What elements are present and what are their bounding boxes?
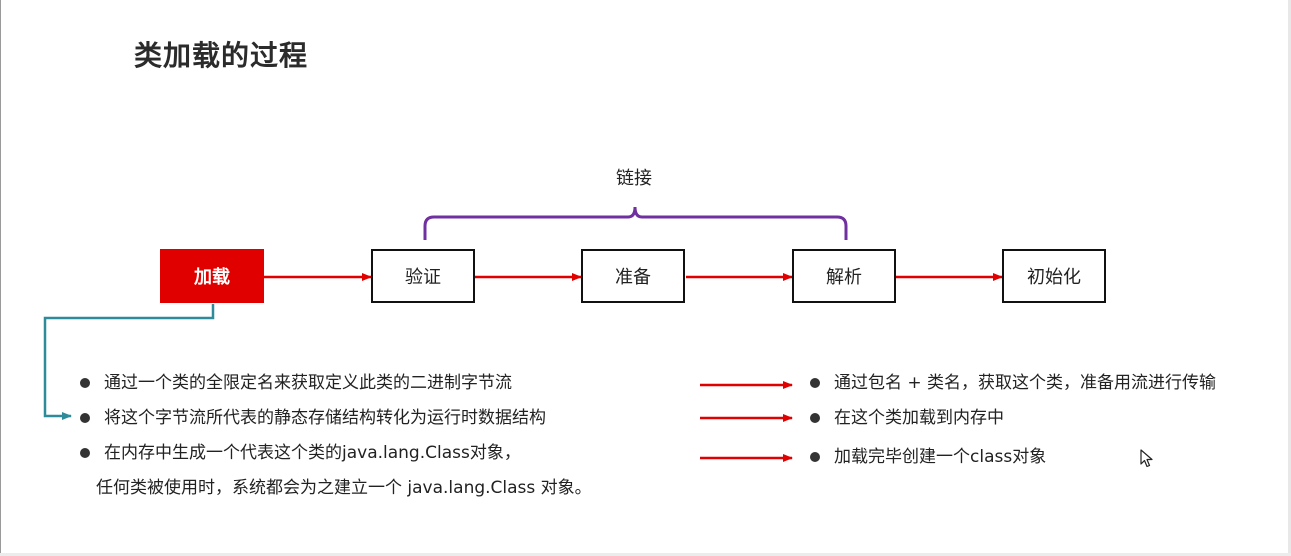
mouse-pointer-icon — [1140, 449, 1153, 468]
stage-prepare: 准备 — [581, 249, 685, 303]
left-border — [0, 0, 1, 556]
list-item: 通过包名 + 类名，获取这个类，准备用流进行传输 — [810, 372, 1216, 407]
linking-label: 链接 — [616, 168, 652, 189]
bullet-text-continued: 任何类被使用时，系统都会为之建立一个 java.lang.Class 对象。 — [96, 478, 592, 498]
load-step-list: 通过一个类的全限定名来获取定义此类的二进制字节流 将这个字节流所代表的静态存储结… — [80, 372, 592, 498]
bullet-text: 加载完毕创建一个class对象 — [834, 447, 1047, 467]
load-to-bullet-connector — [43, 304, 215, 420]
bullet-text: 在这个类加载到内存中 — [834, 408, 1004, 428]
bullet-dot — [80, 378, 90, 388]
stage-verify: 验证 — [371, 249, 475, 303]
right-border — [1288, 0, 1291, 556]
bullet-text: 通过包名 + 类名，获取这个类，准备用流进行传输 — [834, 373, 1217, 393]
bullet-dot — [810, 452, 820, 462]
bullet-dot — [80, 448, 90, 458]
stage-initialize: 初始化 — [1002, 249, 1106, 303]
list-item: 在内存中生成一个代表这个类的java.lang.Class对象， 任何类被使用时… — [80, 442, 592, 498]
list-item: 通过一个类的全限定名来获取定义此类的二进制字节流 — [80, 372, 592, 407]
linking-bracket — [423, 206, 848, 240]
bullet-text: 通过一个类的全限定名来获取定义此类的二进制字节流 — [104, 373, 512, 393]
bullet-dot — [810, 413, 820, 423]
bullet-text: 在内存中生成一个代表这个类的java.lang.Class对象， — [104, 443, 521, 463]
bullet-text: 将这个字节流所代表的静态存储结构转化为运行时数据结构 — [104, 408, 546, 428]
stage-load: 加载 — [160, 249, 264, 303]
stage-resolve: 解析 — [792, 249, 896, 303]
bullet-dot — [80, 413, 90, 423]
page-title: 类加载的过程 — [134, 39, 309, 72]
bullet-dot — [810, 378, 820, 388]
bottom-border — [0, 553, 1291, 556]
list-item: 将这个字节流所代表的静态存储结构转化为运行时数据结构 — [80, 407, 592, 442]
list-item: 加载完毕创建一个class对象 — [810, 442, 1216, 481]
list-item: 在这个类加载到内存中 — [810, 407, 1216, 442]
explanation-list: 通过包名 + 类名，获取这个类，准备用流进行传输 在这个类加载到内存中 加载完毕… — [810, 372, 1216, 481]
